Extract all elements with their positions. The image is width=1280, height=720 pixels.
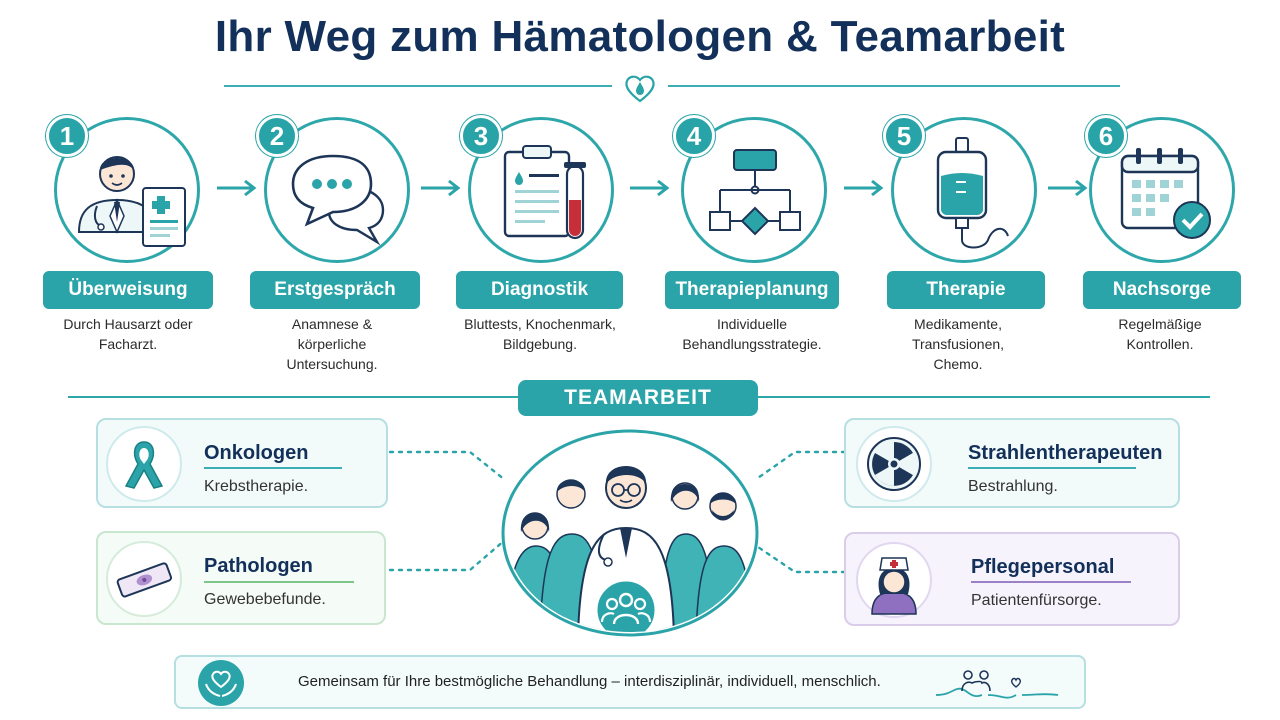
team-card-title: Pflegepersonal <box>971 556 1115 578</box>
step-2-number: 2 <box>256 115 298 157</box>
team-card-description: Gewebebefunde. <box>204 591 326 608</box>
step-2-label: Erstgespräch <box>250 271 420 309</box>
page-title: Ihr Weg zum Hämatologen & Teamarbeit <box>214 12 1066 61</box>
step-5-number: 5 <box>883 115 925 157</box>
arrow-right-icon <box>844 179 884 197</box>
team-card-description: Patientenfürsorge. <box>971 592 1102 609</box>
step-4-number: 4 <box>673 115 715 157</box>
title-divider-left <box>224 85 612 87</box>
step-4-description: Individuelle Behandlungsstrategie. <box>682 316 822 352</box>
calendar-check-icon <box>1120 148 1211 239</box>
step-5-label: Therapie <box>887 271 1045 309</box>
team-card-underline <box>971 581 1131 583</box>
team-card-title: Onkologen <box>204 442 309 464</box>
step-4-label: Therapieplanung <box>665 271 839 309</box>
infusion-bag-icon <box>936 137 1009 249</box>
microscope-slide-icon <box>116 562 173 598</box>
team-card-description: Krebstherapie. <box>204 478 309 495</box>
team-card-description: Bestrahlung. <box>968 478 1058 495</box>
medical-team-illustration <box>501 429 759 637</box>
team-card-pathologen: Pathologen Gewebebefunde. <box>96 531 386 625</box>
step-6-label: Nachsorge <box>1083 271 1241 309</box>
team-divider-left <box>68 396 518 398</box>
step-3-number: 3 <box>460 115 502 157</box>
ribbon-icon <box>124 441 164 489</box>
team-card-onkologen: Onkologen Krebstherapie. <box>96 418 388 508</box>
step-2-circle <box>264 117 410 263</box>
heart-drop-icon <box>625 75 655 103</box>
nurse-icon <box>871 557 917 615</box>
footer-text: Gemeinsam für Ihre bestmögliche Behandlu… <box>298 673 881 690</box>
flowchart-icon <box>709 149 801 236</box>
speech-bubbles-icon <box>291 154 385 246</box>
team-card-underline <box>204 581 354 583</box>
heart-hands-icon <box>205 670 237 697</box>
step-3-label: Diagnostik <box>456 271 623 309</box>
team-card-strahlentherapeuten: Strahlentherapeuten Bestrahlung. <box>844 418 1180 508</box>
step-6-description: Regelmäßige Kontrollen. <box>1118 316 1202 352</box>
step-2-description: Anamnese & körperliche Untersuchung. <box>286 316 378 372</box>
step-6-number: 6 <box>1085 115 1127 157</box>
team-card-underline <box>204 467 342 469</box>
team-card-pflegepersonal: Pflegepersonal Patientenfürsorge. <box>844 532 1180 626</box>
step-5-description: Medikamente, Transfusionen, Chemo. <box>911 316 1005 372</box>
team-badge: TEAMARBEIT <box>518 380 758 416</box>
footer-banner: Gemeinsam für Ihre bestmögliche Behandlu… <box>174 655 1086 709</box>
step-3-circle <box>468 117 614 263</box>
team-card-underline <box>968 467 1136 469</box>
step-3-description: Bluttests, Knochenmark, Bildgebung. <box>464 316 616 352</box>
step-1-label: Überweisung <box>43 271 213 309</box>
arrow-right-icon <box>630 179 670 197</box>
clipboard-testtube-icon <box>503 145 586 240</box>
step-1-description: Durch Hausarzt oder Facharzt. <box>63 316 193 352</box>
title-divider-right <box>668 85 1120 87</box>
people-heart-icon <box>935 670 1059 699</box>
arrow-right-icon <box>1048 179 1088 197</box>
team-card-title: Pathologen <box>204 555 313 577</box>
doctor-referral-icon <box>77 156 186 247</box>
arrow-right-icon <box>217 179 257 197</box>
arrow-right-icon <box>421 179 461 197</box>
step-1-number: 1 <box>46 115 88 157</box>
team-divider-right <box>758 396 1210 398</box>
radiation-icon <box>867 437 921 491</box>
team-card-title: Strahlentherapeuten <box>968 442 1163 464</box>
step-1-circle <box>54 117 200 263</box>
